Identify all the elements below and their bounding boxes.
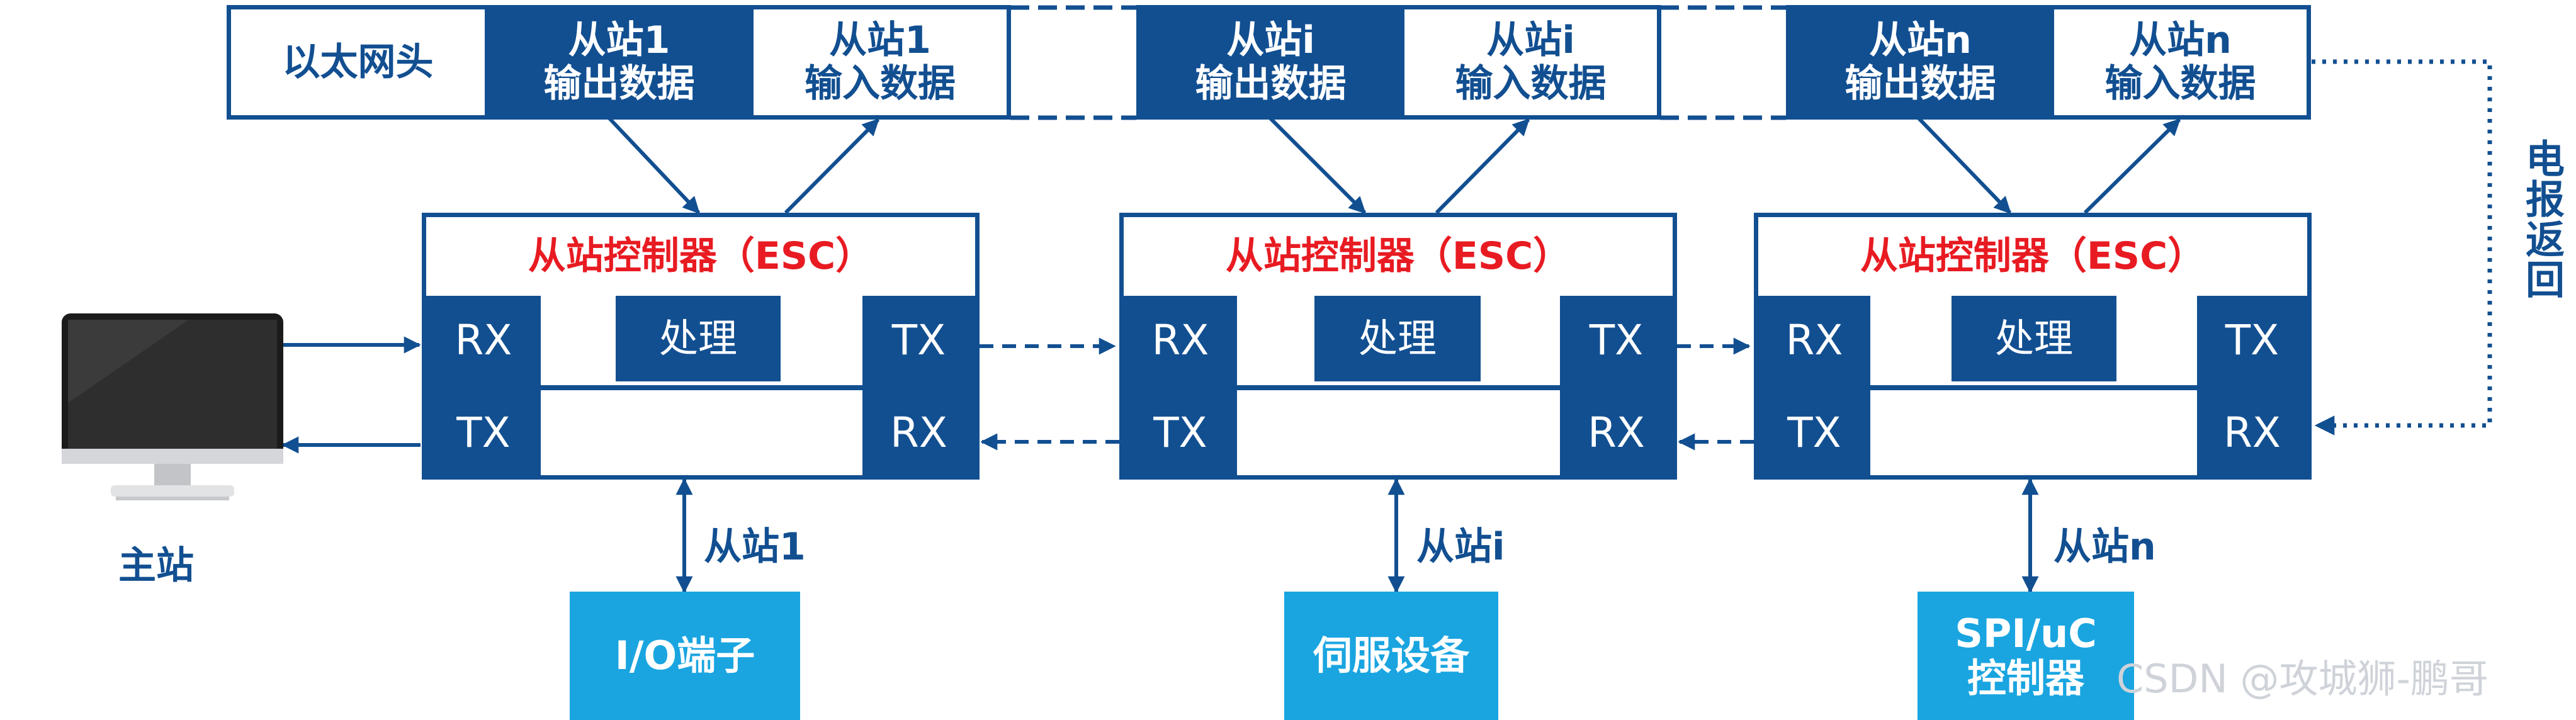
esc3-tx-back: TX: [1758, 390, 1870, 475]
esc1-process: 处理: [616, 296, 781, 381]
esc3-tx-out: TX: [2197, 296, 2307, 385]
slavei-input-desc: 输入数据: [1455, 62, 1607, 106]
esc-title-2: 从站控制器（ESC）: [1225, 234, 1571, 278]
device-servo: 伺服设备: [1284, 592, 1498, 720]
device-spi-label-line1: SPI/uC: [1955, 610, 2097, 656]
telegram-return-label: 电报返回: [2519, 138, 2565, 300]
slave1-output-name: 从站1: [568, 18, 670, 62]
arrow-esc-to-in-2: [1435, 118, 1530, 215]
slaven-output-desc: 输出数据: [1844, 62, 1996, 106]
arrow-esc-to-in-1: [784, 118, 880, 215]
slaven-input-desc: 输入数据: [2104, 62, 2256, 106]
device-spi-controller: SPI/uC 控制器: [1918, 592, 2134, 720]
slave1-input-name: 从站1: [829, 18, 931, 62]
esc3-rx-back: RX: [2197, 390, 2307, 475]
slave1-input-cell: 从站1 输入数据: [750, 9, 1007, 115]
esc2-process: 处理: [1314, 296, 1481, 381]
slaven-output-name: 从站n: [1869, 18, 1972, 62]
arrow-out-to-esc-3: [1917, 116, 2012, 215]
watermark: CSDN @攻城狮-鹏哥: [2116, 656, 2488, 702]
esc1-tx-out: TX: [862, 296, 975, 385]
slavei-input-cell: 从站i 输入数据: [1401, 9, 1657, 115]
monitor-icon: [62, 313, 283, 500]
slaven-input-cell: 从站n 输入数据: [2050, 9, 2307, 115]
arrow-out-to-esc-1: [607, 116, 701, 215]
esc1-rx-in: RX: [426, 296, 541, 385]
device-spi-label-line2: 控制器: [1967, 655, 2084, 701]
esc-divider-1: [426, 385, 975, 390]
device-io-terminal-label: I/O端子: [614, 633, 755, 679]
ethernet-header-cell: 以太网头: [231, 9, 485, 115]
esc2-tx-out: TX: [1560, 296, 1673, 385]
esc-divider-3: [1758, 385, 2307, 390]
slaven-output-cell: 从站n 输出数据: [1790, 9, 2050, 115]
slave1-input-desc: 输入数据: [805, 62, 956, 106]
device-io-terminal: I/O端子: [570, 592, 800, 720]
link-label-3: 从站n: [2053, 525, 2156, 569]
link-label-1: 从站1: [704, 525, 806, 569]
esc1-tx-back: TX: [426, 390, 541, 475]
esc2-tx-back: TX: [1124, 390, 1237, 475]
esc-divider-2: [1124, 385, 1673, 390]
slave1-output-desc: 输出数据: [543, 62, 695, 106]
slavei-input-name: 从站i: [1486, 18, 1575, 62]
slavei-output-name: 从站i: [1226, 18, 1315, 62]
slavei-output-cell: 从站i 输出数据: [1141, 9, 1401, 115]
esc2-rx-in: RX: [1124, 296, 1237, 385]
frame-divider-1: [485, 9, 489, 115]
master-label: 主站: [118, 544, 194, 588]
device-servo-label: 伺服设备: [1313, 633, 1469, 679]
slavei-output-desc: 输出数据: [1195, 62, 1347, 106]
esc-title-1: 从站控制器（ESC）: [528, 234, 874, 278]
telegram-return-path: [2312, 59, 2492, 436]
esc-title-3: 从站控制器（ESC）: [1860, 234, 2206, 278]
esc3-rx-in: RX: [1758, 296, 1870, 385]
esc2-rx-back: RX: [1560, 390, 1673, 475]
slaven-input-name: 从站n: [2129, 18, 2232, 62]
esc1-rx-back: RX: [862, 390, 975, 475]
ethernet-header-label: 以太网头: [282, 40, 434, 84]
arrow-esc-to-in-3: [2083, 118, 2181, 215]
arrow-out-to-esc-2: [1268, 116, 1367, 215]
link-label-2: 从站i: [1416, 525, 1505, 569]
slave1-output-cell: 从站1 输出数据: [489, 9, 750, 115]
esc3-process: 处理: [1952, 296, 2116, 381]
